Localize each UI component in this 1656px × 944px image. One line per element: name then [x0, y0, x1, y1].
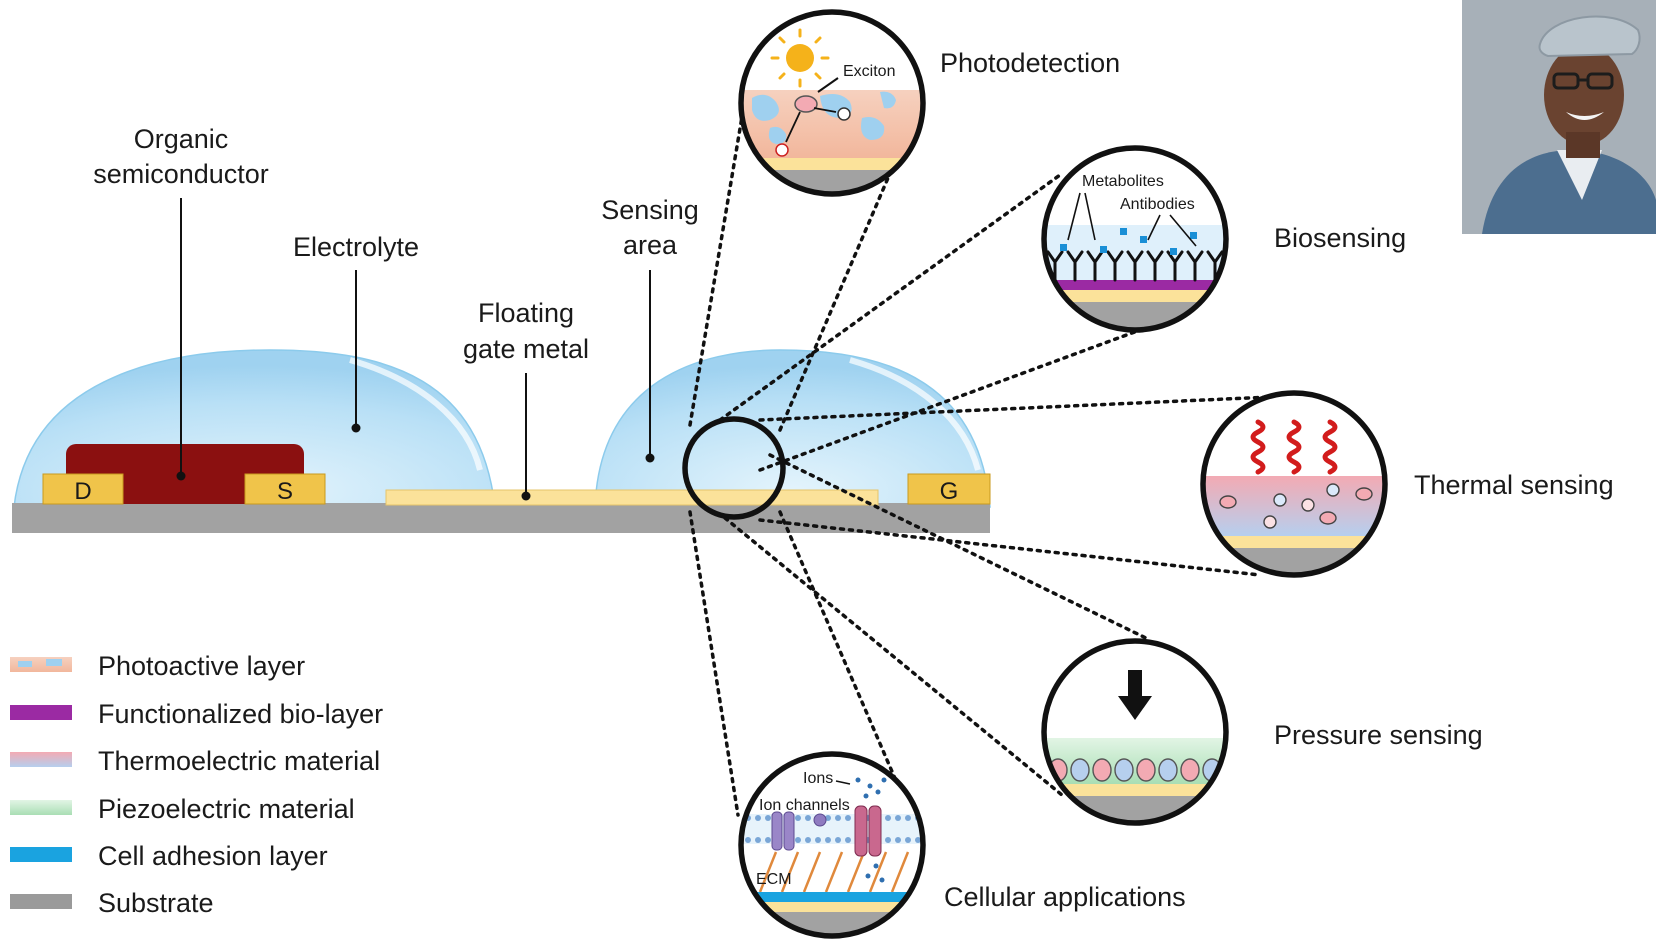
sun-icon — [770, 28, 830, 88]
source-label: S — [277, 478, 293, 505]
legend: Photoactive layer Functionalized bio-lay… — [10, 651, 383, 918]
ion-channel-icons — [771, 805, 882, 857]
organic-semiconductor-label-2: semiconductor — [93, 159, 269, 189]
drain-label: D — [74, 478, 91, 505]
legend-swatch-bio-layer — [10, 705, 72, 720]
sensing-area-magnifier — [682, 416, 786, 520]
cellular-title: Cellular applications — [944, 882, 1186, 912]
electrolyte-label: Electrolyte — [293, 232, 419, 262]
ions-label: Ions — [803, 770, 833, 787]
legend-label-photoactive: Photoactive layer — [98, 651, 305, 681]
pressure-inset: Pressure sensing — [1041, 638, 1483, 826]
legend-label-cell-adhesion: Cell adhesion layer — [98, 841, 328, 871]
biosensing-inset: Metabolites Antibodies Biosensing — [1041, 145, 1406, 333]
source-electrode — [244, 473, 326, 505]
heat-wave-icons — [1250, 419, 1338, 475]
down-arrow-icon — [1118, 670, 1152, 720]
floating-gate-label-1: Floating — [478, 298, 574, 328]
exciton-label: Exciton — [843, 63, 895, 80]
legend-swatch-piezoelectric — [10, 800, 72, 815]
pressure-title: Pressure sensing — [1274, 720, 1483, 750]
drain-electrode — [42, 473, 124, 505]
thermal-inset: Thermal sensing — [1200, 390, 1614, 578]
organic-semiconductor-label-1: Organic — [134, 124, 229, 154]
photodetection-inset: Exciton Photodetection — [738, 9, 1120, 197]
photodetection-title: Photodetection — [940, 48, 1120, 78]
legend-swatch-cell-adhesion — [10, 847, 72, 862]
floating-gate-metal — [385, 489, 879, 506]
sensing-area-label-2: area — [623, 230, 678, 260]
legend-label-thermoelectric: Thermoelectric material — [98, 746, 380, 776]
legend-label-substrate: Substrate — [98, 888, 214, 918]
gate-label: G — [940, 478, 959, 505]
legend-label-bio-layer: Functionalized bio-layer — [98, 699, 383, 729]
presenter-avatar-icon — [1462, 0, 1656, 234]
connector-lines — [688, 103, 1272, 817]
cellular-inset: Ions Ion channels ECM Cellular applicati… — [738, 751, 1186, 939]
floating-gate-label-2: gate metal — [463, 334, 589, 364]
electrolyte-droplet-right — [594, 349, 991, 508]
antibodies-label: Antibodies — [1120, 196, 1195, 213]
biosensing-title: Biosensing — [1274, 223, 1406, 253]
thermal-title: Thermal sensing — [1414, 470, 1614, 500]
sensing-area-label-1: Sensing — [601, 195, 699, 225]
ecm-label: ECM — [756, 871, 792, 888]
ion-channels-label: Ion channels — [759, 797, 850, 814]
presenter-photo — [1462, 0, 1656, 234]
legend-swatch-substrate — [10, 894, 72, 909]
gate-electrode — [907, 473, 991, 505]
legend-swatch-thermoelectric — [10, 752, 72, 767]
legend-label-piezoelectric: Piezoelectric material — [98, 794, 355, 824]
metabolites-label: Metabolites — [1082, 173, 1164, 190]
